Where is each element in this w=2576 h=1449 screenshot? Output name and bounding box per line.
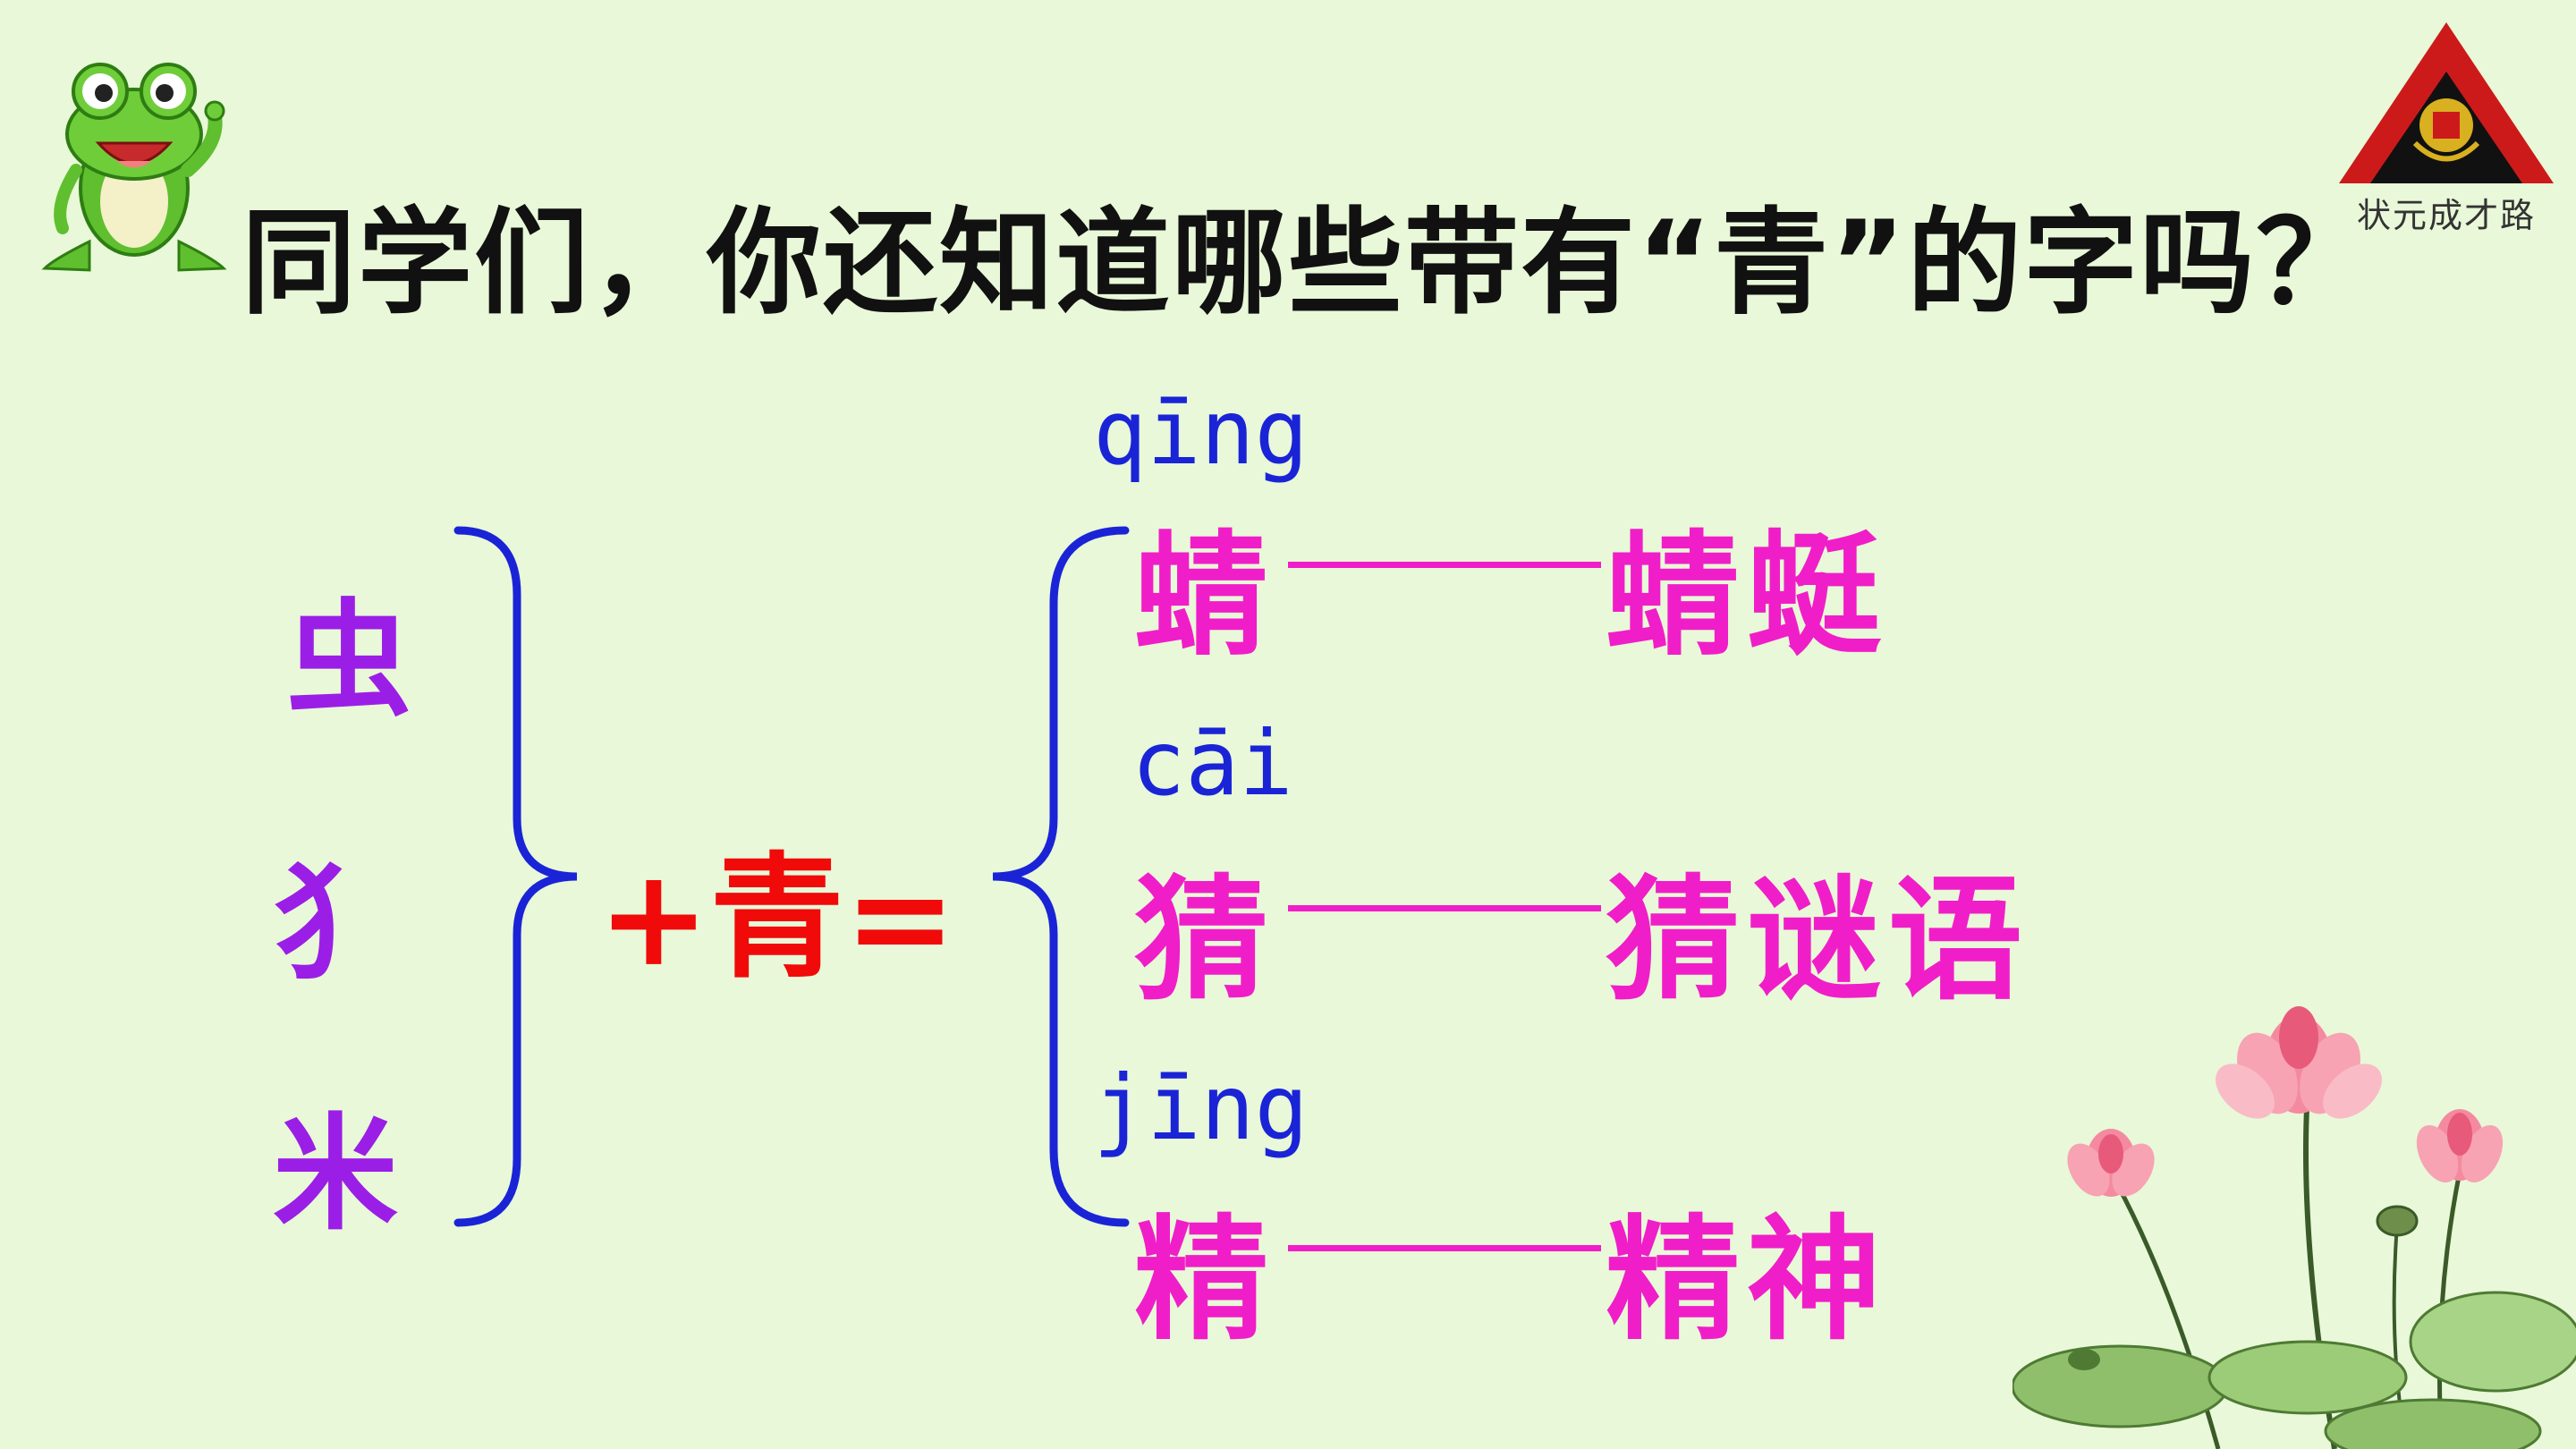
dash-row-1: [1288, 562, 1601, 568]
formula-qing: +青=: [597, 839, 957, 996]
pinyin-qing: qīng: [1093, 380, 1309, 485]
lotus-icon: [2012, 1006, 2576, 1449]
pinyin-jing: jīng: [1093, 1055, 1309, 1160]
pinyin-cai: cāi: [1131, 711, 1293, 816]
dash-row-3: [1288, 1245, 1601, 1251]
logo-icon: [2339, 22, 2554, 183]
radical-mi: 米: [273, 1101, 399, 1248]
dash-row-2: [1288, 905, 1601, 911]
char-cai: 猜: [1134, 861, 1269, 1019]
word-caimiyu: 猜谜语: [1606, 861, 2030, 1019]
frog-icon: [41, 63, 227, 272]
right-brace: [992, 526, 1130, 1227]
word-qingting: 蜻蜓: [1606, 517, 1889, 674]
logo-text: 状元成才路: [2356, 196, 2536, 235]
radical-chong: 虫: [286, 587, 412, 733]
left-brace: [453, 526, 578, 1227]
char-qing: 蜻: [1134, 517, 1269, 674]
word-jingshen: 精神: [1606, 1201, 1889, 1359]
publisher-logo: 状元成才路: [2334, 18, 2558, 235]
radical-quan: 犭: [273, 851, 399, 997]
char-jing: 精: [1134, 1201, 1269, 1359]
page-title: 同学们，你还知道哪些带有“青”的字吗？: [242, 197, 2373, 330]
